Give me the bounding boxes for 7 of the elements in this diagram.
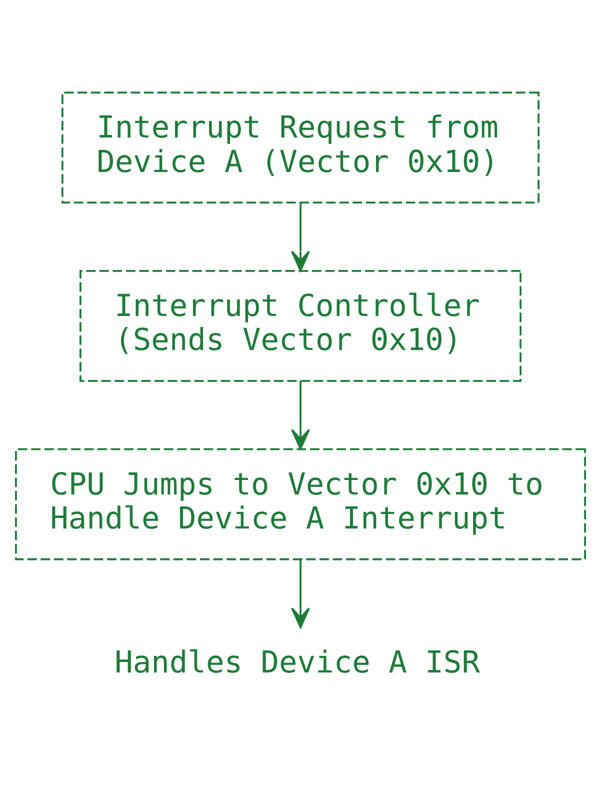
node-box: Interrupt Controller (Sends Vector 0x10) [80,270,522,382]
node-box: CPU Jumps to Vector 0x10 to Handle Device A Interrupt [15,448,586,560]
node-text: Handles Device A ISR [114,646,480,681]
arrow [291,202,310,272]
node-box: Interrupt Request from Device A (Vector 0x10) [61,92,540,204]
arrow [291,381,310,450]
arrow [291,559,310,628]
